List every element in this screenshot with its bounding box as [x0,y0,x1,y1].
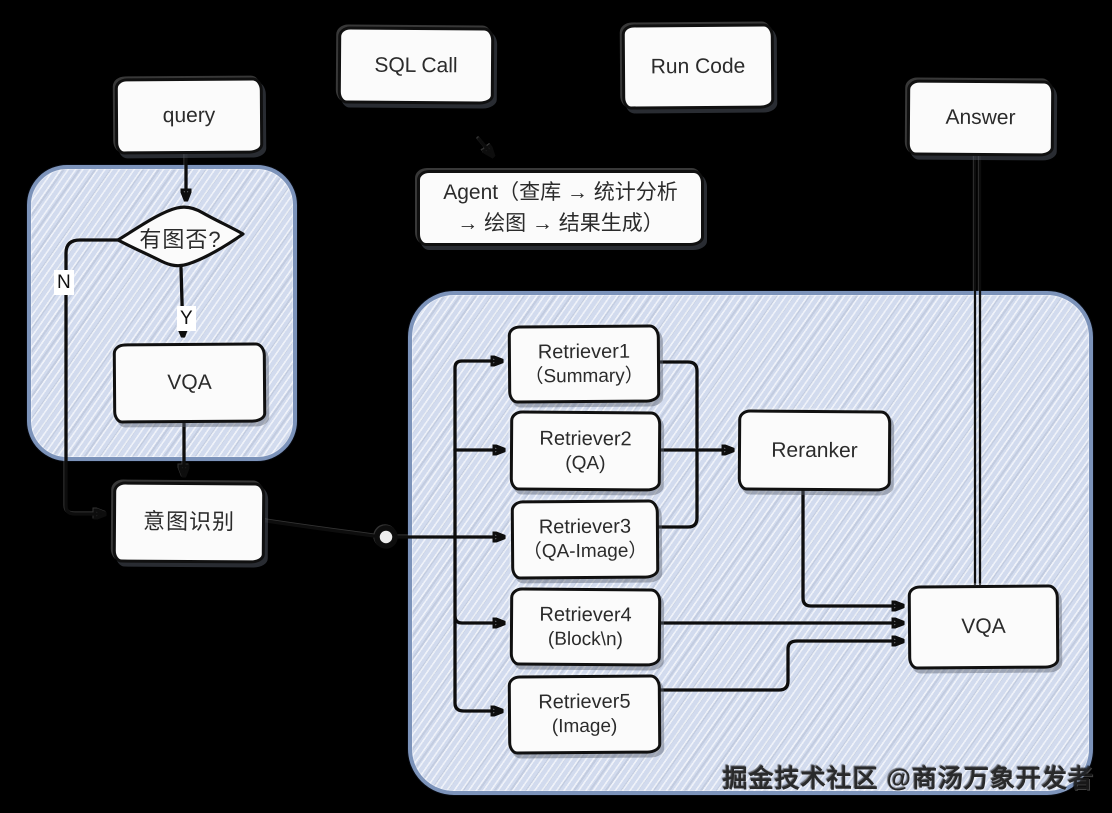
watermark-text: 掘金技术社区 @商汤万象开发者 [722,765,1094,793]
node-sql-call-label: SQL Call [374,53,458,78]
node-run-code-label: Run Code [650,54,746,79]
node-retriever5-title: Retriever5 [538,690,631,714]
node-vqa-left-label: VQA [167,371,212,395]
node-query-label: query [162,104,216,128]
edge-trunk-to-retriever1 [453,361,504,539]
node-retriever5-subtitle: (Image) [551,715,618,738]
edge-retriever1-merge [652,360,699,449]
node-retriever2: Retriever2 (QA) [509,410,662,492]
node-retriever1-subtitle: （Summary） [524,365,644,388]
node-reranker-label: Reranker [771,438,858,463]
edge-trunk-to-retriever5 [453,615,504,711]
node-vqa-left: VQA [112,342,267,424]
branch-label-yes: Y [177,306,196,331]
node-retriever4-title: Retriever4 [539,603,632,626]
edge-retriever5-to-vqa [654,641,905,692]
node-retriever3-title: Retriever3 [538,515,632,539]
node-retriever1: Retriever1 （Summary） [507,324,661,404]
node-intent-recognition: 意图识别 [112,481,266,564]
edge-trunk-to-retriever4 [453,535,506,623]
node-retriever5: Retriever5 (Image) [507,674,662,755]
node-retriever2-subtitle: (QA) [565,452,606,474]
junction-dot [374,525,398,549]
node-answer-label: Answer [945,106,1016,130]
node-agent-line1: Agent（查库 → 统计分析 [443,180,678,204]
node-reranker: Reranker [737,409,892,492]
node-agent-line2: → 绘图 → 结果生成） [457,212,664,235]
decision-has-image-label: 有图否? [139,226,222,252]
node-retriever3: Retriever3 （QA-Image） [510,499,660,580]
node-agent: Agent（查库 → 统计分析 → 绘图 → 结果生成） [417,170,704,246]
node-retriever3-subtitle: （QA-Image） [522,540,648,563]
edge-decision-no-loop [64,238,122,514]
node-query: query [114,77,264,155]
node-retriever4-subtitle: (Block\n) [547,628,623,650]
edge-retriever3-merge [652,450,699,529]
node-vqa-right: VQA [907,584,1060,670]
node-retriever1-title: Retriever1 [537,340,631,363]
branch-label-no: N [54,270,74,295]
edge-reranker-to-vqa [801,484,905,606]
node-run-code: Run Code [621,23,775,110]
decision-diamond-shape [116,205,245,268]
edge-into-agent [477,137,493,156]
node-sql-call: SQL Call [337,26,495,105]
node-answer: Answer [906,79,1055,157]
node-vqa-right-label: VQA [961,615,1006,639]
node-retriever2-title: Retriever2 [539,427,632,450]
node-intent-label: 意图识别 [142,508,236,535]
edge-intent-to-junction [258,518,376,538]
node-retriever4: Retriever4 (Block\n) [509,587,662,667]
